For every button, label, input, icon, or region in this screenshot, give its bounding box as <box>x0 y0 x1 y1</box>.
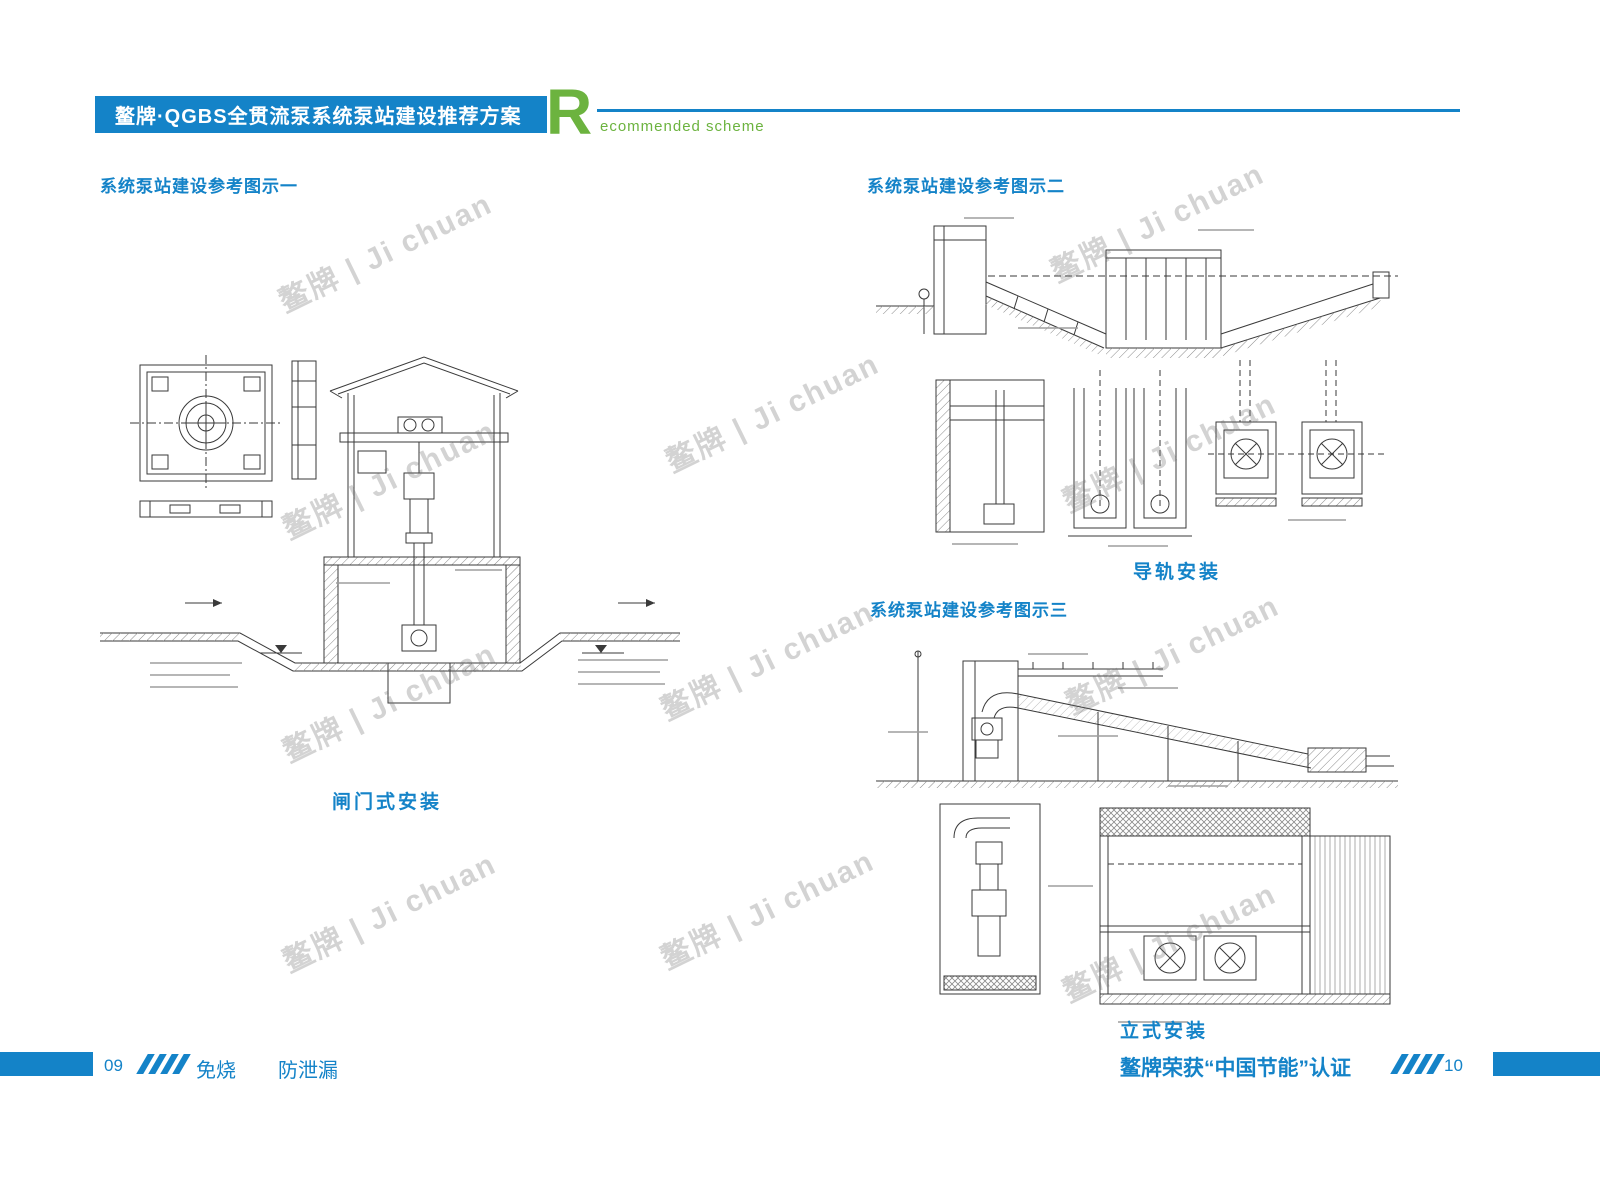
vertical-installation-diagram <box>868 636 1408 1046</box>
watermark: 鳌牌 | Ji chuan <box>661 347 885 479</box>
footer-left-bar <box>0 1052 93 1076</box>
award-text: 鳌牌荣获“中国节能”认证 <box>1120 1057 1351 1080</box>
diagram2-caption: 导轨安装 <box>1133 562 1222 583</box>
feature-text-2: 防泄漏 <box>278 1060 338 1082</box>
watermark: 鳌牌 | Ji chuan <box>656 844 880 976</box>
feature-text-1: 免烧 <box>196 1060 236 1082</box>
diagram2-heading: 系统泵站建设参考图示二 <box>867 177 1065 196</box>
header-rule <box>597 109 1460 112</box>
page-number-left: 09 <box>104 1056 123 1075</box>
diagram1-heading: 系统泵站建设参考图示一 <box>100 177 298 196</box>
guide-rail-installation-diagram <box>868 210 1408 560</box>
slash-decoration-right <box>1390 1054 1445 1074</box>
watermark: 鳌牌 | Ji chuan <box>278 847 502 979</box>
page-title: 鳌牌·QGBS全贯流泵系统泵站建设推荐方案 <box>115 106 522 128</box>
slash-decoration-left <box>136 1054 191 1074</box>
header-letter-r: R <box>546 76 593 148</box>
page-number-right: 10 <box>1444 1056 1463 1075</box>
diagram1-caption: 闸门式安装 <box>332 792 443 813</box>
header-banner: 鳌牌·QGBS全贯流泵系统泵站建设推荐方案 <box>95 96 547 133</box>
diagram3-caption: 立式安装 <box>1120 1021 1209 1042</box>
gate-type-installation-diagram <box>90 205 690 790</box>
diagram3-heading: 系统泵站建设参考图示三 <box>870 601 1068 620</box>
header-subtitle: ecommended scheme <box>600 118 765 135</box>
footer-right-bar <box>1493 1052 1600 1076</box>
